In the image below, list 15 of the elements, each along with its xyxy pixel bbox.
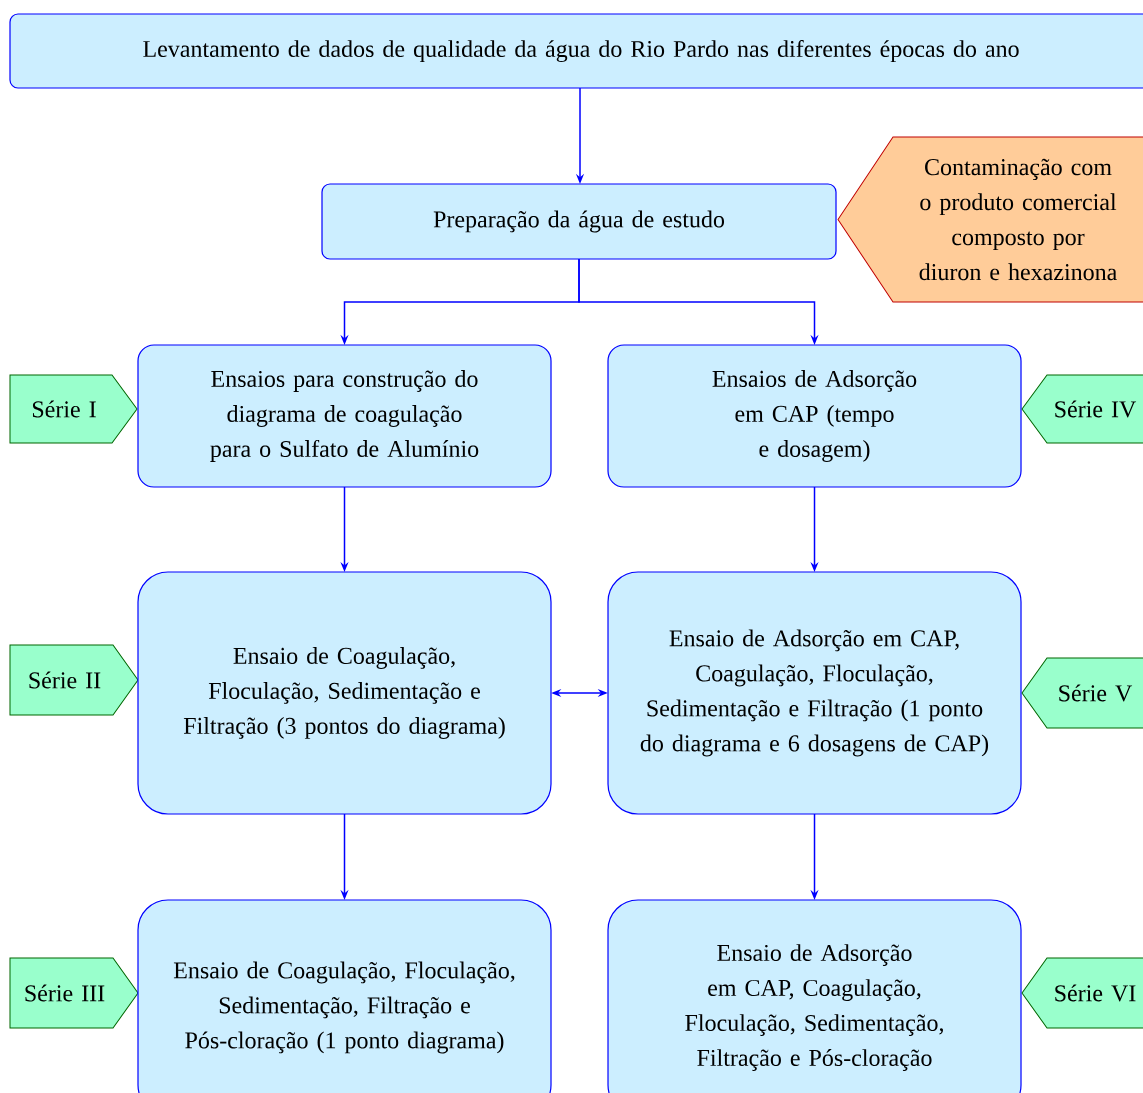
process-box: Ensaios de Adsorção em CAP (tempo e dosagem)	[607, 344, 1022, 488]
series-tag: Série III	[9, 957, 139, 1029]
process-box: Levantamento de dados de qualidade da água do Rio Pardo nas diferentes épocas do ano	[9, 13, 1143, 89]
process-box: Ensaio de Coagulação, Floculação, Sedimentação e Filtração (3 pontos do diagrama)	[137, 571, 552, 815]
process-box: Ensaios para construção do diagrama de coagulação para o Sulfato de Alumínio	[137, 344, 552, 488]
series-tag: Série II	[9, 644, 139, 716]
process-box: Preparação da água de estudo	[321, 183, 837, 260]
process-box: Ensaio de Adsorção em CAP, Coagulação, Floculação, Sedimentação e Filtração (1 ponto do diagrama e 6 dosagens de CAP)	[607, 571, 1022, 815]
series-tag: Série I	[9, 374, 138, 444]
series-tag: Série VI	[1021, 957, 1143, 1029]
note-tag: Contaminação com o produto comercial composto por diuron e hexazinona	[837, 136, 1143, 303]
process-box: Ensaio de Adsorção em CAP, Coagulação, Floculação, Sedimentação, Filtração e Pós-cloração	[607, 899, 1022, 1093]
series-tag: Série IV	[1021, 374, 1143, 444]
process-box: Ensaio de Coagulação, Floculação, Sedimentação, Filtração e Pós-cloração (1 ponto diagrama)	[137, 899, 552, 1093]
series-tag: Série V	[1021, 657, 1143, 729]
